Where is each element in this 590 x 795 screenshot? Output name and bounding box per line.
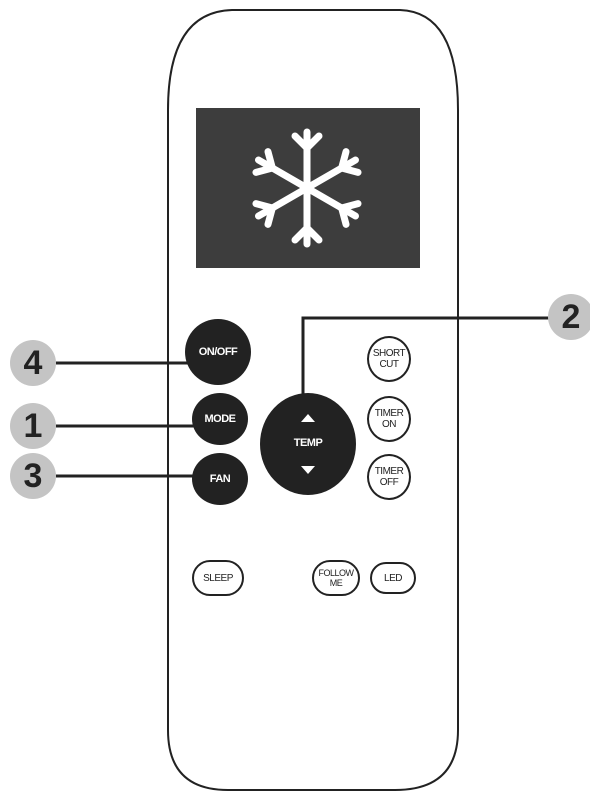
mode-button[interactable]: MODE (192, 393, 248, 445)
callout-badge-on-off: 4 (10, 340, 56, 386)
follow-me-button[interactable]: FOLLOW ME (312, 560, 360, 596)
snowflake-icon (252, 128, 362, 248)
follow-me-label-line1: FOLLOW (318, 568, 354, 578)
temp-down-button[interactable] (298, 463, 318, 477)
shortcut-label-line1: SHORT (372, 348, 406, 359)
chevron-down-icon (301, 466, 315, 474)
temp-rocker: TEMP (260, 393, 356, 495)
fan-button[interactable]: FAN (192, 453, 248, 505)
timer-off-label-line1: TIMER (374, 466, 404, 477)
leader-line-2 (301, 316, 550, 396)
timer-off-label-line2: OFF (379, 477, 399, 488)
shortcut-button[interactable]: SHORT CUT (367, 336, 411, 382)
on-off-button[interactable]: ON/OFF (185, 319, 251, 385)
chevron-up-icon (301, 414, 315, 422)
follow-me-label-line2: ME (329, 578, 343, 588)
callout-badge-temp: 2 (548, 294, 590, 340)
led-button[interactable]: LED (370, 562, 416, 594)
timer-on-label-line1: TIMER (374, 408, 404, 419)
callout-badge-fan: 3 (10, 453, 56, 499)
shortcut-label-line2: CUT (379, 359, 399, 370)
temp-up-button[interactable] (298, 411, 318, 425)
timer-on-button[interactable]: TIMER ON (367, 396, 411, 442)
callout-badge-mode: 1 (10, 403, 56, 449)
timer-off-button[interactable]: TIMER OFF (367, 454, 411, 500)
timer-on-label-line2: ON (381, 419, 396, 430)
sleep-button[interactable]: SLEEP (192, 560, 244, 596)
temp-label: TEMP (293, 437, 323, 449)
